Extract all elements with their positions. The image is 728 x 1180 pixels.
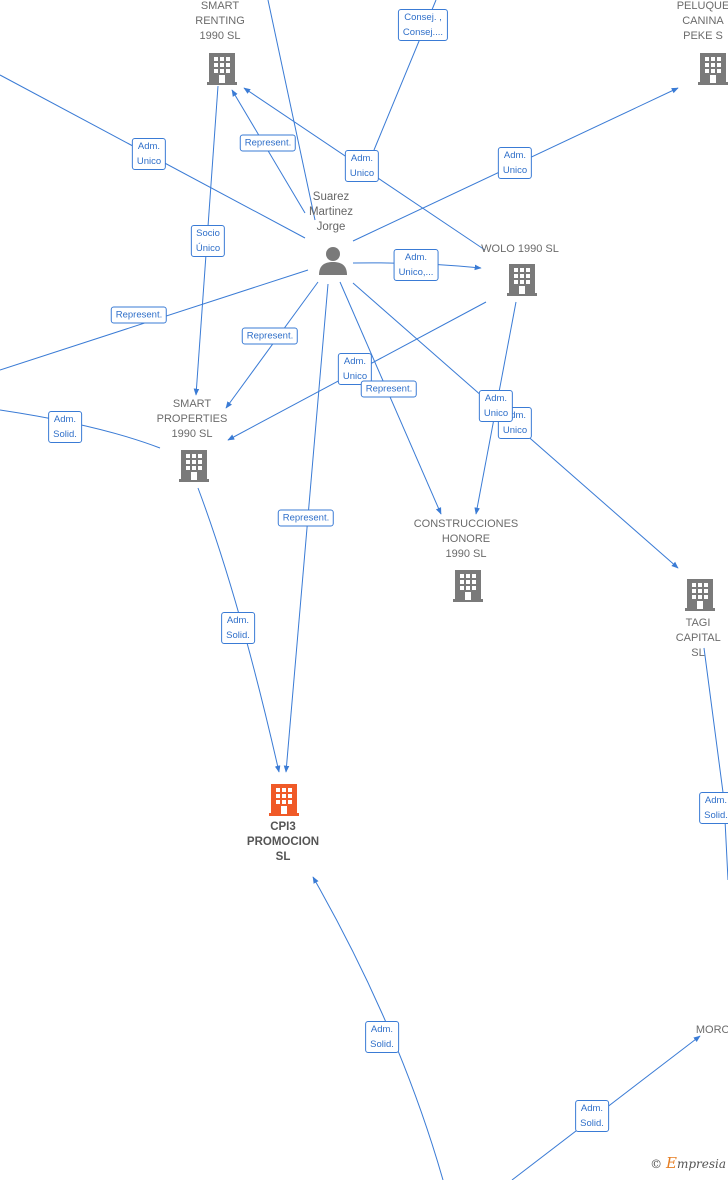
building-icon[interactable] (179, 450, 209, 482)
node-icon-layer (179, 53, 728, 816)
edge-label[interactable]: Represent. (277, 509, 335, 527)
edge-label[interactable]: Adm. Unico (497, 147, 533, 179)
edge-label[interactable]: Adm. Solid. (575, 1100, 609, 1132)
edge-line (0, 409, 161, 449)
copyright-icon: © (650, 1157, 663, 1171)
node-label-wolo[interactable]: WOLO 1990 SL (481, 243, 559, 255)
edge-label[interactable]: Adm. Solid. (699, 792, 728, 824)
node-label-tagi[interactable]: TAGI CAPITAL SL (675, 617, 721, 659)
brand-watermark: © Empresia (650, 1154, 726, 1172)
node-label-smart-renting[interactable]: SMART RENTING 1990 SL (195, 0, 245, 42)
node-label-moro[interactable]: MORO (695, 1024, 728, 1036)
edge-label[interactable]: Represent. (241, 327, 299, 345)
edge-label[interactable]: Adm. Unico (337, 353, 373, 385)
building-icon[interactable] (698, 53, 728, 85)
edge-line (231, 89, 306, 214)
edge-label[interactable]: Represent. (360, 380, 418, 398)
edge-line (339, 281, 442, 515)
edge-line (225, 281, 319, 409)
edge-label[interactable]: Adm. Unico (478, 390, 514, 422)
building-icon[interactable] (507, 264, 537, 296)
edge-label[interactable]: Adm. Solid. (48, 411, 82, 443)
building-icon[interactable] (269, 784, 299, 816)
person-icon[interactable] (319, 247, 347, 275)
edge-label[interactable]: Adm. Unico (131, 138, 167, 170)
node-label-cpi3[interactable]: CPI3 PROMOCION SL (246, 821, 320, 863)
edge-line (267, 0, 316, 221)
node-label-construcciones[interactable]: CONSTRUCCIONES HONORE 1990 SL (413, 518, 519, 560)
building-icon[interactable] (685, 579, 715, 611)
edge-label[interactable]: Adm. Solid. (365, 1021, 399, 1053)
brand-name: mpresia (676, 1157, 726, 1171)
node-label-smart-properties[interactable]: SMART PROPERTIES 1990 SL (156, 398, 228, 440)
node-label-suarez[interactable]: Suarez Martinez Jorge (308, 191, 354, 233)
edge-line (703, 647, 728, 881)
edge-line (283, 283, 329, 773)
edge-label[interactable]: Adm. Unico,... (393, 249, 439, 281)
edge-label[interactable]: Adm. Solid. (221, 612, 255, 644)
edge-label[interactable]: Represent. (239, 134, 297, 152)
edge-label[interactable]: Socio Único (190, 225, 226, 257)
building-icon[interactable] (207, 53, 237, 85)
building-icon[interactable] (453, 570, 483, 602)
node-label-peluqueria[interactable]: PELUQUE CANINA PEKE S (676, 0, 728, 42)
edge-label[interactable]: Represent. (110, 306, 168, 324)
edge-label[interactable]: Consej. , Consej.... (397, 9, 449, 41)
brand-initial: E (665, 1154, 677, 1172)
edge-label[interactable]: Adm. Unico (344, 150, 380, 182)
